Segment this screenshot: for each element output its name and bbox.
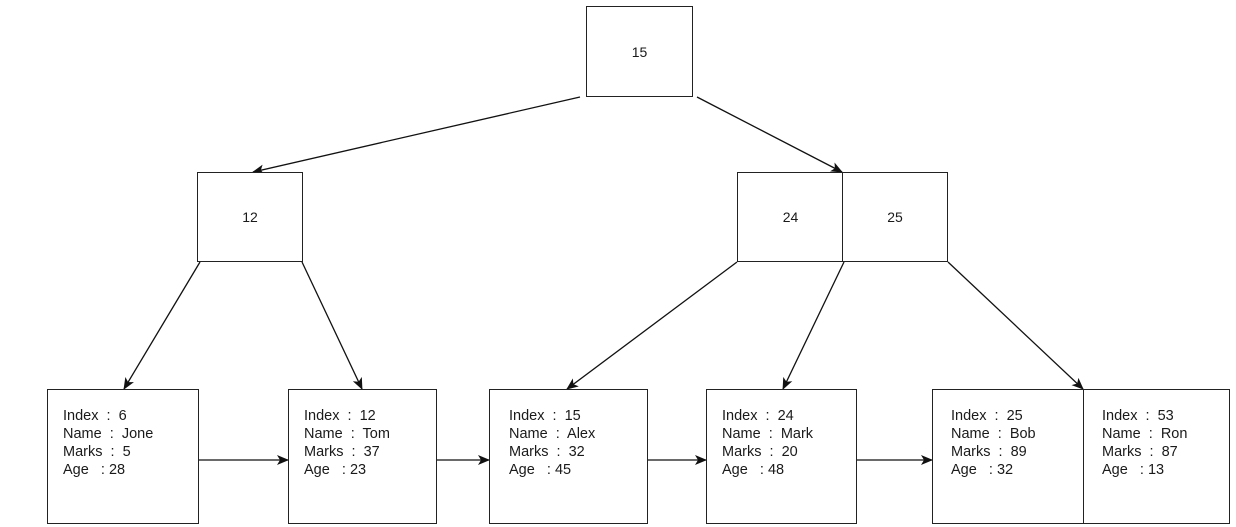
leaf-1-index: Index : 6 xyxy=(63,408,127,424)
internal-right-key-1: 24 xyxy=(782,209,799,225)
edge-25-to-leaf5 xyxy=(947,261,1084,390)
leaf-3-marks: Marks : 32 xyxy=(509,444,585,460)
leaf-5-index: Index : 25 xyxy=(951,408,1023,424)
internal-left-key: 12 xyxy=(242,209,258,225)
leaf-2-age: Age : 23 xyxy=(304,462,367,478)
leaf-1-name: Name : Jone xyxy=(63,426,154,442)
internal-node-right-key-2: 25 xyxy=(842,172,948,262)
edge-24-25-to-leaf4 xyxy=(782,261,845,390)
edge-12-to-leaf1 xyxy=(123,261,201,390)
internal-node-right-key-1: 24 xyxy=(737,172,844,262)
leaf-node-5: Index : 25 Name : Bob Marks : 89 Age : 3… xyxy=(932,389,1085,524)
leaf-node-6: Index : 53 Name : Ron Marks : 87 Age : 1… xyxy=(1083,389,1230,524)
root-node: 15 xyxy=(586,6,693,97)
leaf-4-index: Index : 24 xyxy=(722,408,794,424)
leaf-4-marks: Marks : 20 xyxy=(722,444,798,460)
leaf-6-marks: Marks : 87 xyxy=(1102,444,1178,460)
leaf-node-2: Index : 12 Name : Tom Marks : 37 Age : 2… xyxy=(288,389,437,524)
edge-root-to-left xyxy=(252,96,581,175)
edge-root-to-right xyxy=(696,96,843,173)
leaf-6-index: Index : 53 xyxy=(1102,408,1174,424)
leaf-5-marks: Marks : 89 xyxy=(951,444,1027,460)
leaf-node-1: Index : 6 Name : Jone Marks : 5 Age : 28 xyxy=(47,389,199,524)
leaf-5-age: Age : 32 xyxy=(951,462,1014,478)
leaf-node-3: Index : 15 Name : Alex Marks : 32 Age : … xyxy=(489,389,648,524)
leaf-3-age: Age : 45 xyxy=(509,462,572,478)
leaf-5-name: Name : Bob xyxy=(951,426,1036,442)
leaf-1-age: Age : 28 xyxy=(63,462,126,478)
leaf-3-name: Name : Alex xyxy=(509,426,596,442)
leaf-2-marks: Marks : 37 xyxy=(304,444,380,460)
edge-12-to-leaf2 xyxy=(301,261,363,390)
leaf-2-name: Name : Tom xyxy=(304,426,390,442)
leaf-2-index: Index : 12 xyxy=(304,408,376,424)
leaf-4-name: Name : Mark xyxy=(722,426,814,442)
leaf-node-4: Index : 24 Name : Mark Marks : 20 Age : … xyxy=(706,389,857,524)
internal-node-left: 12 xyxy=(197,172,303,262)
root-key: 15 xyxy=(631,43,648,60)
leaf-6-age: Age : 13 xyxy=(1102,462,1165,478)
edge-24-to-leaf3 xyxy=(566,261,738,390)
leaf-3-index: Index : 15 xyxy=(509,408,581,424)
leaf-1-marks: Marks : 5 xyxy=(63,444,131,460)
leaf-6-name: Name : Ron xyxy=(1102,426,1188,442)
internal-right-key-2: 25 xyxy=(887,209,903,225)
leaf-4-age: Age : 48 xyxy=(722,462,785,478)
